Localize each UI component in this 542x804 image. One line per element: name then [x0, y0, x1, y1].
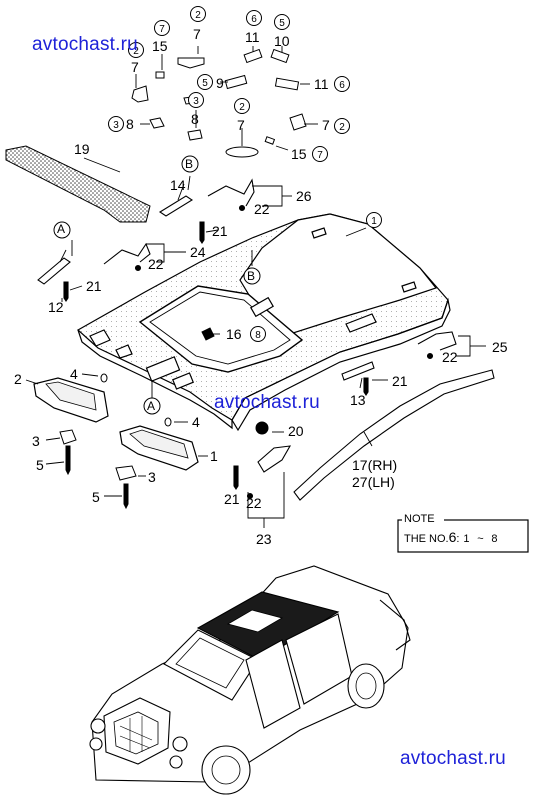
label-7-top: 7 [193, 26, 201, 42]
note-six: 6 [448, 529, 457, 545]
watermark-bottom: avtochast.ru [400, 748, 506, 769]
label-7-right: 7 [322, 117, 330, 133]
headliner-panel [76, 213, 451, 432]
label-5-left: 5 [36, 457, 44, 473]
svg-text:3: 3 [193, 96, 199, 107]
note-range-start: 1 [463, 533, 470, 545]
label-4-left: 4 [70, 366, 78, 382]
note-title: NOTE [404, 513, 435, 525]
label-14: 14 [170, 177, 186, 193]
svg-text:2: 2 [195, 10, 201, 21]
label-7-center: 7 [237, 117, 245, 133]
label-20: 20 [288, 423, 304, 439]
label-8-left: 8 [126, 116, 134, 132]
svg-text:3: 3 [113, 120, 119, 131]
label-12: 12 [48, 299, 64, 315]
wire-brackets [103, 178, 457, 500]
label-19: 19 [74, 141, 90, 157]
car-illustration [89, 565, 411, 795]
leader-lines [25, 46, 486, 528]
label-16: 16 [226, 326, 242, 342]
small-hardware [59, 48, 307, 510]
svg-text:2: 2 [339, 122, 345, 133]
label-24: 24 [190, 244, 206, 260]
svg-text:1: 1 [371, 216, 377, 227]
svg-text:2: 2 [133, 46, 139, 57]
note-text: THE NO.6:1 ~8 [404, 530, 501, 545]
insulator-pad [5, 145, 151, 223]
sun-visors [33, 377, 199, 471]
label-21-bottom: 21 [224, 491, 240, 507]
label-15-top: 15 [152, 38, 168, 54]
label-2: 2 [14, 371, 22, 387]
svg-text:6: 6 [339, 80, 345, 91]
label-7-left: 7 [131, 59, 139, 75]
label-5-right: 5 [92, 489, 100, 505]
note-colon: : [456, 533, 460, 545]
svg-text:6: 6 [251, 14, 257, 25]
label-17-rh: 17(RH) [352, 457, 398, 473]
label-21-top: 21 [212, 223, 228, 239]
svg-text:7: 7 [159, 24, 165, 35]
label-1: 1 [210, 448, 218, 464]
label-15-right: 15 [291, 146, 307, 162]
roof-trim-strip [257, 369, 495, 501]
marker-b-upper: B [185, 157, 194, 171]
svg-text:7: 7 [317, 150, 323, 161]
label-25: 25 [492, 339, 508, 355]
label-23: 23 [256, 531, 272, 547]
note-box [397, 513, 529, 553]
assist-grips [37, 195, 375, 490]
watermark-top: avtochast.ru [32, 34, 138, 55]
label-13: 13 [350, 392, 366, 408]
label-27-lh: 27(LH) [352, 474, 395, 490]
svg-text:5: 5 [279, 18, 285, 29]
label-11-right: 11 [314, 76, 329, 92]
marker-b-lower: B [247, 269, 256, 283]
note-range-end: 8 [491, 533, 498, 545]
label-4-mid: 4 [192, 414, 200, 430]
watermark-middle: avtochast.ru [214, 392, 320, 413]
label-22-bottom: 22 [246, 495, 262, 511]
label-22-right: 22 [442, 349, 458, 365]
svg-text:8: 8 [255, 330, 261, 341]
label-22-top: 22 [254, 201, 270, 217]
svg-text:5: 5 [202, 78, 208, 89]
note-prefix: THE NO. [404, 533, 449, 545]
marker-a-upper: A [57, 222, 66, 236]
marker-a-lower: A [147, 399, 156, 413]
label-22-left: 22 [148, 256, 164, 272]
label-21-left: 21 [86, 278, 102, 294]
label-9: 9 [216, 75, 224, 91]
label-8-mid: 8 [191, 111, 199, 127]
label-3-left: 3 [32, 433, 40, 449]
svg-text:2: 2 [239, 102, 245, 113]
note-tilde: ~ [477, 533, 484, 545]
label-10: 10 [274, 33, 290, 49]
label-21-right: 21 [392, 373, 408, 389]
label-11-top: 11 [245, 29, 260, 45]
label-26: 26 [296, 188, 312, 204]
label-3-right: 3 [148, 469, 156, 485]
